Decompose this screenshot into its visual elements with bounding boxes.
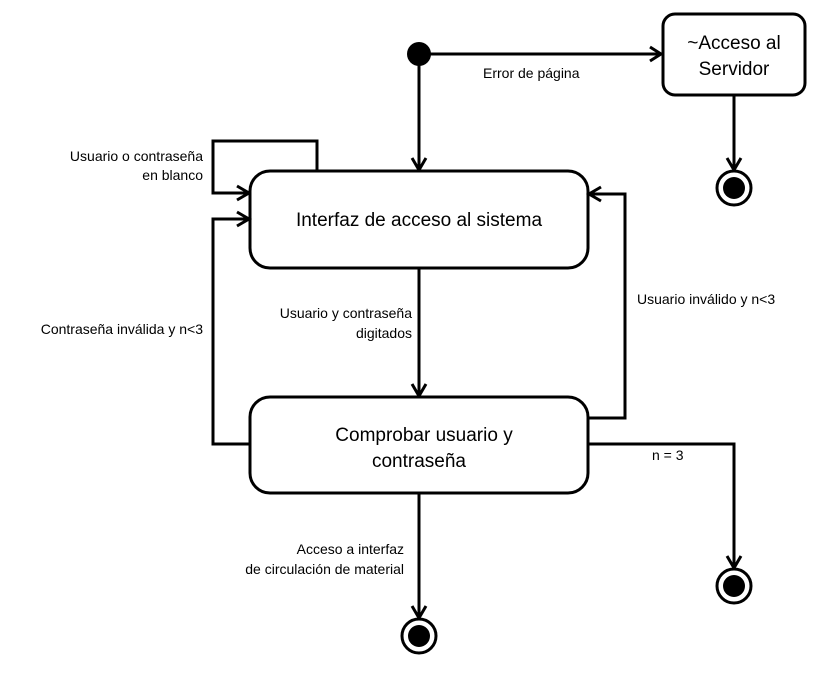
edge-contrasena-invalida (211, 217, 250, 446)
final-node-servidor-core (723, 177, 745, 199)
label-acceso-interfaz-line2: de circulación de material (245, 561, 404, 577)
label-n-igual-3: n = 3 (652, 447, 684, 463)
arrowhead-icon (586, 185, 602, 203)
state-comprobar-line1: Comprobar usuario y (335, 425, 513, 446)
state-acceso-servidor (661, 12, 807, 97)
label-contrasena-invalida: Contraseña inválida y n<3 (41, 321, 203, 337)
state-acceso-servidor-line2: Servidor (699, 59, 770, 80)
arrowhead-icon (236, 210, 252, 228)
edge-en-blanco (211, 139, 319, 195)
state-interfaz-acceso-label: Interfaz de acceso al sistema (296, 210, 542, 231)
edge-usuario-invalido (588, 192, 627, 420)
state-comprobar-line2: contraseña (372, 451, 466, 472)
label-usuario-invalido: Usuario inválido y n<3 (637, 291, 775, 307)
label-en-blanco-line1: Usuario o contraseña (70, 148, 203, 164)
final-node-n3-core (723, 575, 745, 597)
label-en-blanco-line2: en blanco (142, 167, 203, 183)
final-node-acceso-core (408, 625, 430, 647)
label-error-pagina: Error de página (483, 65, 580, 81)
label-digitados-line2: digitados (356, 325, 412, 341)
state-acceso-servidor-line1: ~Acceso al (687, 33, 780, 54)
label-digitados-line1: Usuario y contraseña (280, 305, 413, 321)
edge-n-igual-3 (588, 442, 736, 568)
arrowhead-icon (649, 45, 664, 63)
label-acceso-interfaz-line1: Acceso a interfaz (297, 541, 404, 557)
